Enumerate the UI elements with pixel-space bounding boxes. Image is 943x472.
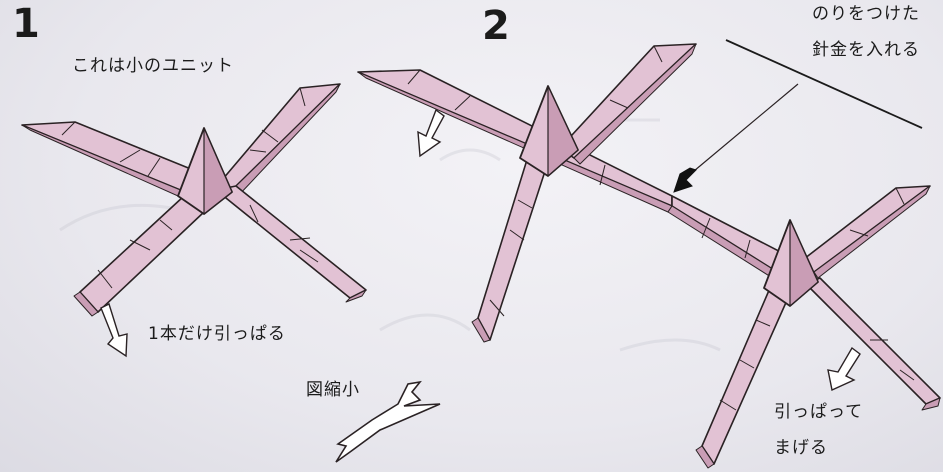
wire-label-line1: のりをつけた	[812, 4, 920, 24]
unitA-center-peak-shade	[547, 85, 579, 177]
wire-insert-arrow	[673, 167, 697, 193]
unitA-arm-upper-right	[559, 43, 697, 159]
beam-creases	[407, 69, 751, 259]
unit1-arm-lower-left-creases	[97, 219, 173, 289]
step-number-2: 2	[482, 3, 510, 49]
unitA-arm-upper-right-creases	[609, 45, 663, 109]
step2-direction-arrow	[417, 108, 445, 158]
step-number-1: 1	[12, 1, 40, 47]
bend-label-line2: まげる	[774, 438, 828, 458]
unit-note-label: これは小のユニット	[72, 56, 234, 76]
reduced-scale-arrow	[335, 380, 441, 463]
wire-label-line2: 針金を入れる	[812, 40, 920, 60]
unitB-arm-upper-right-creases	[849, 187, 905, 237]
unitA-arm-lower-left	[477, 149, 549, 341]
unitA-arm-upper-right-shade	[573, 43, 697, 165]
pull-arrow-step1	[100, 303, 128, 358]
unit1-arm-lower-right	[215, 185, 367, 299]
unitB-arm-lower-left-creases	[719, 319, 771, 411]
unit1-arm-lower-right-shade	[345, 289, 367, 303]
unitB-arm-lower-left-shade	[695, 445, 715, 469]
unitA-arm-lower-left-shade	[471, 317, 491, 343]
unitB-arm-upper-right-shade	[813, 185, 931, 279]
unit1-center-peak-shade	[203, 127, 233, 215]
unitB-arm-upper-right	[799, 185, 931, 273]
unit1-arm-upper-right-shade	[231, 83, 341, 197]
unit1-arm-upper-right	[221, 83, 341, 191]
unit1-arm-lower-left	[79, 195, 205, 313]
wire-leader-line	[687, 83, 799, 177]
unit1-arm-upper-right-creases	[249, 87, 306, 153]
unit1-arm-lower-left-shade	[73, 291, 99, 317]
pull-bend-arrow	[827, 346, 861, 392]
unitB-arm-lower-right-shade	[921, 397, 941, 411]
unitA-arm-lower-left-creases	[489, 199, 533, 317]
pull-one-label: 1本だけ引っぱる	[148, 324, 286, 344]
reduced-label: 図縮小	[306, 380, 360, 400]
wire-line	[725, 39, 923, 129]
unit1-arm-upper-left-creases	[61, 121, 161, 177]
bend-label-line1: 引っぱって	[774, 402, 864, 422]
unitB-arm-lower-right-creases	[870, 339, 915, 381]
connected-units-model	[357, 43, 941, 469]
unit1-arm-lower-right-creases	[249, 204, 319, 263]
small-unit-model	[21, 83, 367, 317]
unitB-arm-lower-right	[805, 277, 941, 405]
